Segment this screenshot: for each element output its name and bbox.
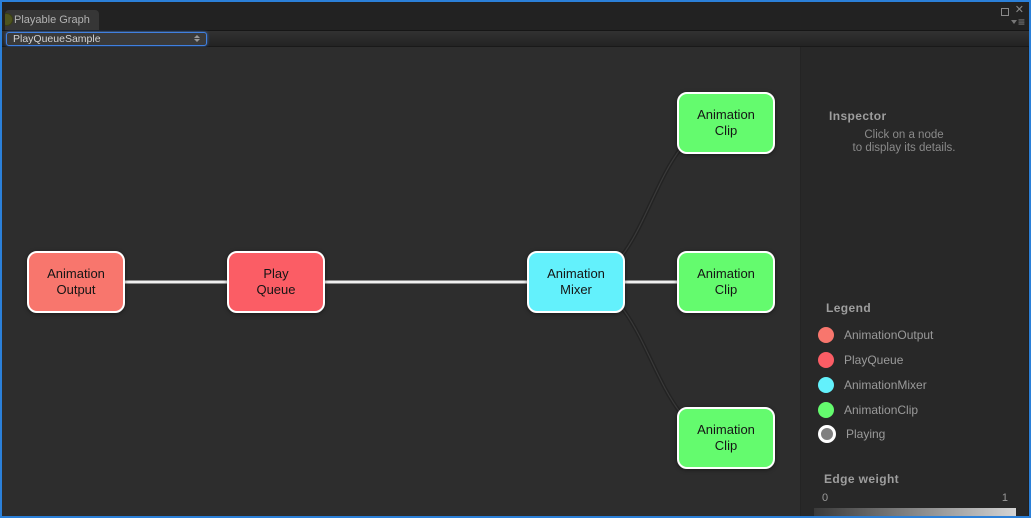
side-panel: Inspector Click on a node to display its… [800, 47, 1028, 516]
legend-item-play-queue: PlayQueue [818, 351, 903, 369]
legend-dot-animation-clip [818, 402, 834, 418]
legend-item-animation-output: AnimationOutput [818, 326, 933, 344]
legend-dot-animation-mixer [818, 377, 834, 393]
node-label-line: Animation [697, 107, 755, 122]
dropdown-updown-icon [194, 35, 200, 42]
unity-window-icon [5, 13, 13, 26]
edge-weight-title: Edge weight [824, 472, 900, 486]
hamburger-icon: ≡ [1017, 15, 1025, 29]
node-label-line: Animation [547, 266, 605, 281]
legend-item-animation-mixer: AnimationMixer [818, 376, 927, 394]
node-label-line: Animation [697, 422, 755, 437]
legend-label: AnimationOutput [844, 328, 934, 342]
legend-label: AnimationClip [844, 403, 919, 417]
edge-weight-max: 1 [1001, 492, 1008, 504]
dropdown-triangle-icon [1010, 20, 1017, 24]
window-controls: ✕ ≡ [1000, 4, 1025, 29]
inspector-hint: Click on a node to display its details. [801, 129, 1007, 155]
legend-dot-play-queue [818, 352, 834, 368]
node-label-line: Clip [714, 123, 738, 138]
inspector-hint-line1: Click on a node [864, 129, 944, 141]
node-label-line: Clip [714, 438, 738, 453]
legend-label: PlayQueue [844, 353, 904, 367]
node-label-line: Animation [47, 266, 105, 281]
graph-selector-dropdown[interactable]: PlayQueueSample [6, 31, 207, 46]
tab-playable-graph[interactable]: Playable Graph [5, 10, 99, 30]
node-animation-output[interactable]: Animation Output [27, 251, 125, 313]
node-label-line: Clip [714, 282, 738, 297]
node-animation-clip-bottom[interactable]: Animation Clip [677, 407, 775, 469]
legend-label: AnimationMixer [844, 378, 927, 392]
node-play-queue[interactable]: Play Queue [227, 251, 325, 313]
legend-item-playing: Playing [818, 425, 885, 443]
graph-selector-value: PlayQueueSample [13, 32, 101, 45]
toolbar: PlayQueueSample [2, 30, 1029, 47]
inspector-hint-line2: to display its details. [852, 142, 956, 154]
node-label-line: Mixer [560, 282, 592, 297]
node-animation-mixer[interactable]: Animation Mixer [527, 251, 625, 313]
node-label-line: Output [56, 282, 96, 297]
edge-weight-gradient-bar [814, 508, 1016, 516]
legend-title: Legend [826, 301, 872, 315]
inspector-title: Inspector [829, 109, 887, 123]
edge-weight-min: 0 [822, 492, 829, 504]
legend-item-animation-clip: AnimationClip [818, 401, 918, 419]
edge-weight-scale: 0 1 [814, 492, 1016, 504]
node-animation-clip-middle[interactable]: Animation Clip [677, 251, 775, 313]
legend-dot-animation-output [818, 327, 834, 343]
main-area: Animation Output Play Queue Animation Mi… [2, 47, 1029, 516]
legend-dot-playing [818, 425, 836, 443]
graph-canvas[interactable]: Animation Output Play Queue Animation Mi… [2, 47, 800, 516]
legend-label: Playing [846, 427, 886, 441]
tab-title: Playable Graph [14, 14, 90, 26]
close-icon[interactable]: ✕ [1014, 4, 1024, 16]
maximize-icon[interactable] [1000, 7, 1009, 16]
title-bar: Playable Graph ✕ ≡ [2, 2, 1029, 30]
node-animation-clip-top[interactable]: Animation Clip [677, 92, 775, 154]
node-label-line: Play [263, 266, 289, 281]
window-menu-icon[interactable]: ≡ [1010, 15, 1025, 29]
node-label-line: Queue [256, 282, 296, 297]
node-label-line: Animation [697, 266, 755, 281]
